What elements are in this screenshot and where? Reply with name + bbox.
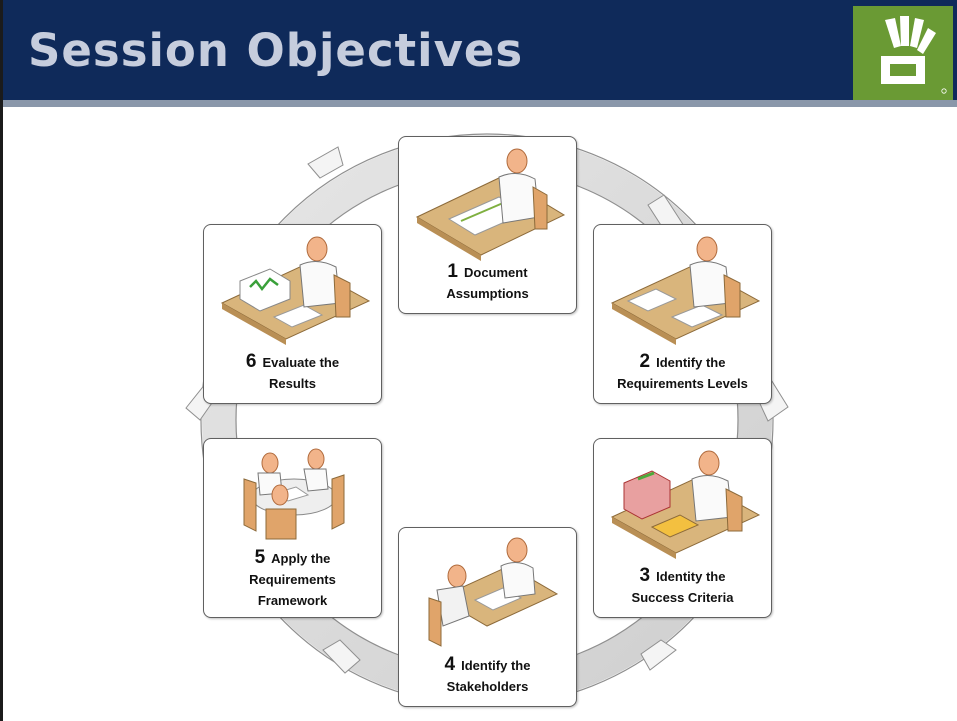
person-at-desk-icon bbox=[610, 450, 761, 559]
cycle-arrow-icon bbox=[307, 146, 344, 179]
cycle-arrow-icon bbox=[640, 639, 677, 671]
left-border bbox=[0, 100, 3, 721]
slide-title: Session Objectives bbox=[28, 24, 524, 77]
group-meeting-icon bbox=[243, 448, 345, 540]
person-at-desk-icon bbox=[220, 236, 371, 345]
hand-logo-icon bbox=[853, 6, 953, 100]
header-rule bbox=[3, 100, 957, 107]
cycle-arrow-icon bbox=[322, 639, 361, 674]
header-bar: Session Objectives bbox=[0, 0, 957, 100]
person-at-desk-icon bbox=[610, 236, 761, 345]
two-people-meeting-icon bbox=[428, 537, 559, 647]
person-at-desk-icon bbox=[415, 148, 566, 261]
